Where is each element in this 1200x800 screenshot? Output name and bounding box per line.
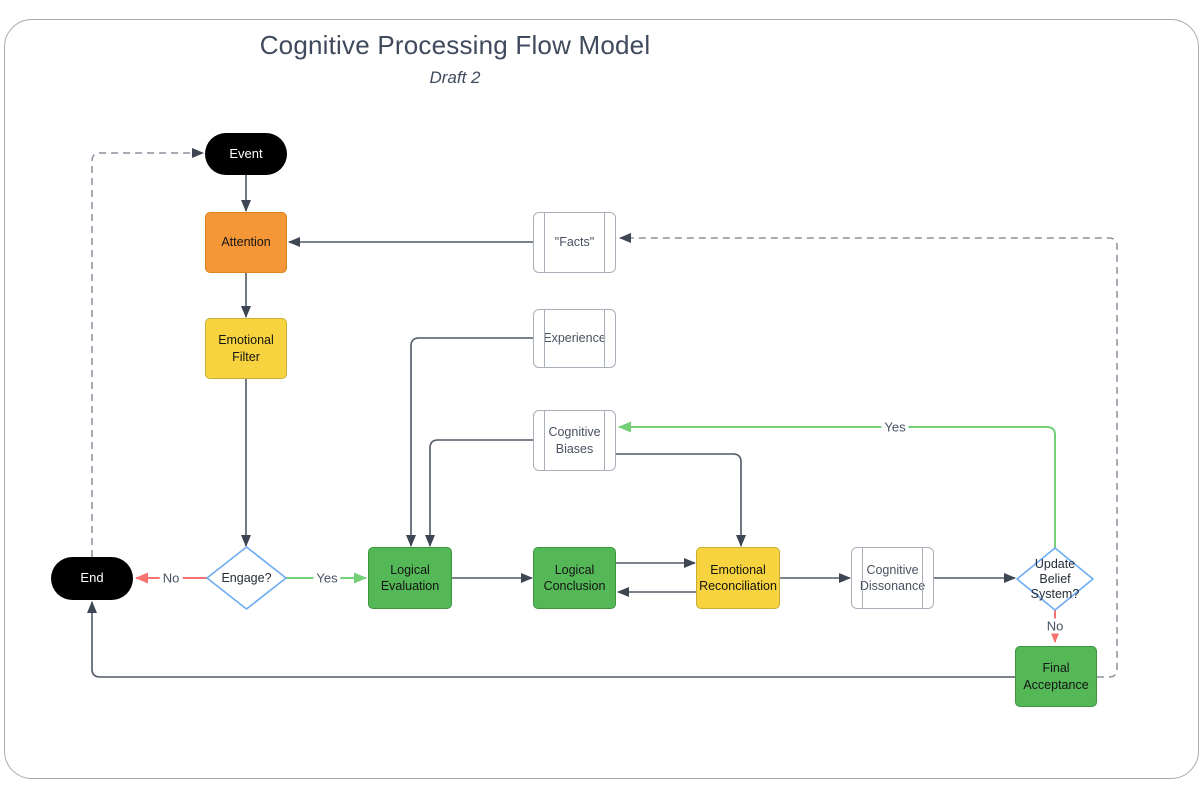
- node-logical-evaluation: Logical Evaluation: [368, 547, 452, 609]
- node-emotional-filter-label: Emotional Filter: [218, 333, 274, 364]
- node-cognitive-biases: Cognitive Biases: [533, 410, 616, 471]
- connector-update-yes-biases: [618, 421, 1056, 548]
- node-experience: Experience: [533, 309, 616, 368]
- node-logical-conclusion-label: Logical Conclusion: [543, 562, 606, 593]
- connector-biases-logical-evaluation: [425, 439, 533, 547]
- node-facts-label: "Facts": [554, 235, 595, 250]
- node-attention: Attention: [205, 212, 287, 273]
- title-block: Cognitive Processing Flow Model Draft 2: [155, 30, 755, 88]
- node-cognitive-dissonance-label: Cognitive Dissonance: [859, 562, 926, 593]
- connector-experience-logical-evaluation: [406, 337, 533, 547]
- connector-final-acceptance-end: [87, 601, 1015, 678]
- edge-label-update-yes: Yes: [881, 419, 909, 435]
- edge-label-engage-no: No: [159, 570, 183, 586]
- node-attention-label: Attention: [221, 235, 271, 250]
- node-logical-evaluation-label: Logical Evaluation: [380, 562, 440, 593]
- connector-biases-emotional-reconciliation: [616, 453, 746, 547]
- edge-label-engage-yes: Yes: [313, 570, 341, 586]
- node-emotional-reconciliation: Emotional Reconciliation: [696, 547, 780, 609]
- update-belief-decision-diamond: [1016, 547, 1094, 611]
- node-event: Event: [205, 133, 287, 175]
- diagram-title: Cognitive Processing Flow Model: [259, 30, 651, 60]
- engage-decision-diamond: [206, 546, 287, 610]
- node-cognitive-dissonance: Cognitive Dissonance: [851, 547, 934, 609]
- node-event-label: Event: [229, 145, 263, 161]
- node-logical-conclusion: Logical Conclusion: [533, 547, 616, 609]
- node-end: End: [51, 557, 133, 600]
- node-engage-label: Engage?: [221, 570, 272, 585]
- connector-end-event-dashed: [91, 148, 204, 557]
- node-experience-label: Experience: [543, 331, 606, 346]
- connector-final-acceptance-facts-dashed: [619, 233, 1118, 678]
- node-emotional-reconciliation-label: Emotional Reconciliation: [699, 562, 777, 593]
- edge-label-update-no: No: [1043, 618, 1067, 634]
- node-final-acceptance: Final Acceptance: [1015, 646, 1097, 707]
- node-cognitive-biases-label: Cognitive Biases: [548, 425, 601, 456]
- node-final-acceptance-label: Final Acceptance: [1023, 661, 1089, 692]
- diagram-subtitle: Draft 2: [429, 68, 481, 87]
- node-facts: "Facts": [533, 212, 616, 273]
- diagram-frame: [4, 19, 1199, 779]
- node-update-belief-label: Update Belief System?: [1030, 556, 1080, 601]
- node-end-label: End: [80, 570, 104, 586]
- node-emotional-filter: Emotional Filter: [205, 318, 287, 379]
